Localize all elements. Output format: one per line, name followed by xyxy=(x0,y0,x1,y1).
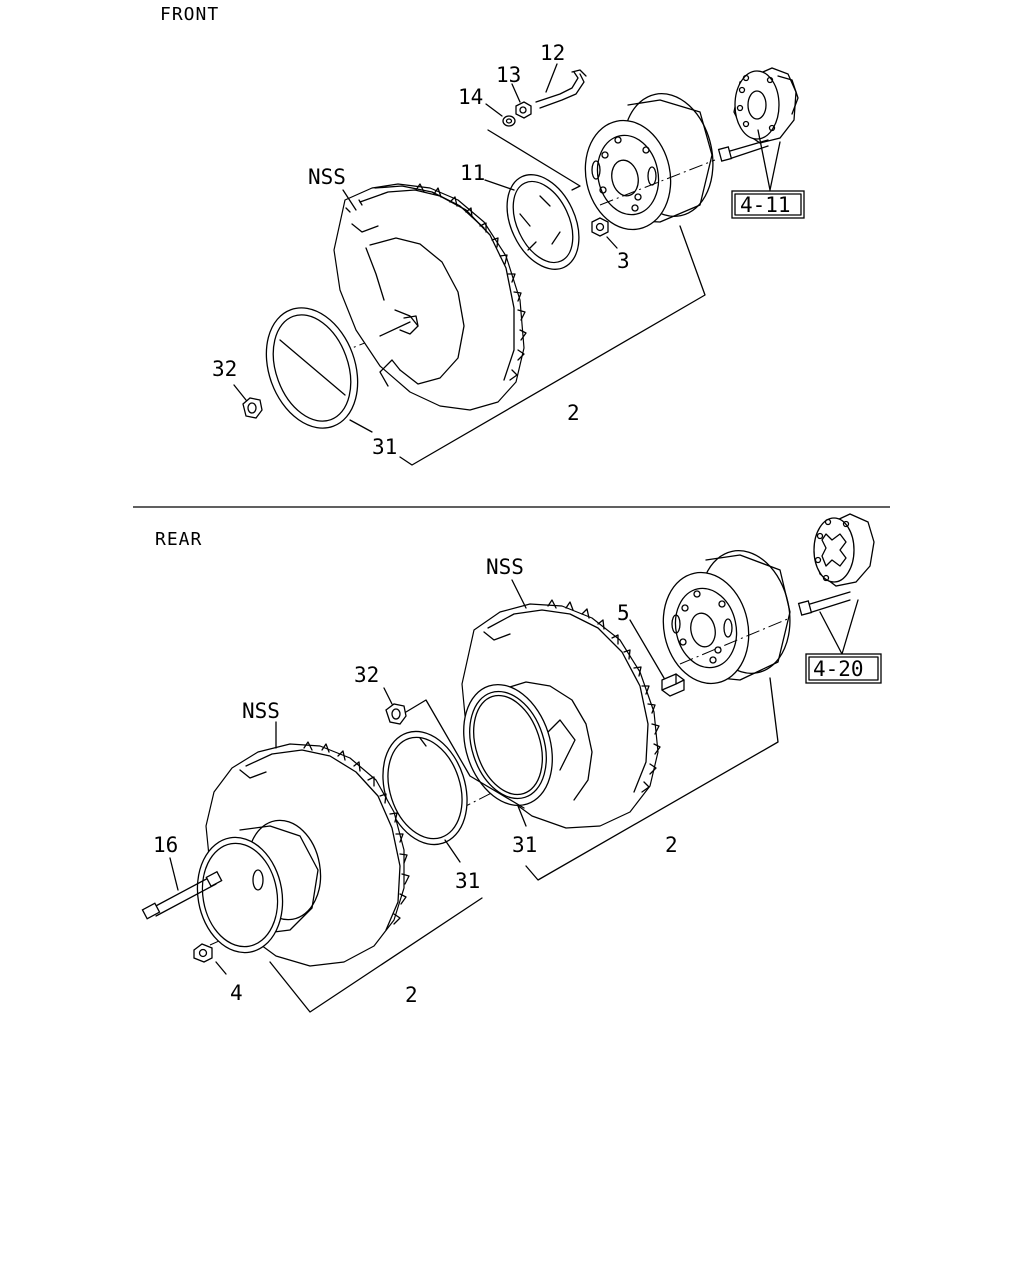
leader-5 xyxy=(629,619,665,679)
front-nut-3 xyxy=(591,217,609,237)
rear-wheel-disc xyxy=(662,550,791,685)
ref-box-4-20: 4-20 xyxy=(805,653,882,684)
leader-2-front xyxy=(399,225,706,466)
front-valve-washer-14 xyxy=(502,115,516,127)
leader-nss-front xyxy=(342,189,357,211)
front-valve-nut-13 xyxy=(515,101,532,119)
front-valve xyxy=(379,315,419,337)
svg-text:4-11: 4-11 xyxy=(740,193,791,217)
leader-nss-rear-upper xyxy=(511,579,527,609)
leader-31-front xyxy=(349,419,373,433)
leader-31-inner xyxy=(517,805,527,827)
callout-31-front: 31 xyxy=(372,435,397,459)
rear-cap-32 xyxy=(385,703,407,725)
rear-hub-stud xyxy=(797,591,851,616)
rear-part-5 xyxy=(661,673,685,697)
rear-axis-line-1 xyxy=(679,617,791,665)
section-label-rear: REAR xyxy=(155,529,202,550)
leader-3 xyxy=(606,236,618,249)
ref-leader-4-11 xyxy=(757,129,781,191)
rear-hub xyxy=(813,513,875,587)
callout-13: 13 xyxy=(496,63,521,87)
callout-32-front: 32 xyxy=(212,357,237,381)
callout-31-inner: 31 xyxy=(512,833,537,857)
leader-13 xyxy=(511,83,521,103)
leader-16 xyxy=(169,857,179,891)
front-tire xyxy=(333,183,527,411)
front-hub xyxy=(733,67,799,144)
rear-ring-31-inner xyxy=(463,683,553,807)
callout-32-rear: 32 xyxy=(354,663,379,687)
callout-nss-rear-upper: NSS xyxy=(486,555,524,579)
callout-4: 4 xyxy=(230,981,243,1005)
ref-box-4-11: 4-11 xyxy=(731,190,805,219)
rear-nut-4 xyxy=(193,943,213,963)
rear-stud-16 xyxy=(141,870,223,920)
callout-nss-front: NSS xyxy=(308,165,346,189)
leader-11 xyxy=(484,179,515,191)
svg-text:4-20: 4-20 xyxy=(813,657,864,681)
leader-2-rear-left xyxy=(269,897,483,1013)
front-disc-ring-11 xyxy=(506,174,580,270)
leader-12 xyxy=(545,63,558,93)
callout-16: 16 xyxy=(153,833,178,857)
leader-32-front xyxy=(233,384,247,401)
callout-11: 11 xyxy=(460,161,485,185)
leader-31-outer xyxy=(444,839,461,863)
rear-outer-wheel xyxy=(196,819,322,954)
callout-31-outer: 31 xyxy=(455,869,480,893)
section-label-front: FRONT xyxy=(160,4,219,25)
front-wheel-disc xyxy=(584,93,714,231)
callout-2-front: 2 xyxy=(567,401,580,425)
callout-12: 12 xyxy=(540,41,565,65)
front-cap-32 xyxy=(242,397,263,419)
front-ring-31 xyxy=(265,307,359,429)
callout-2-rear-right: 2 xyxy=(665,833,678,857)
callout-2-rear-left: 2 xyxy=(405,983,418,1007)
callout-3: 3 xyxy=(617,249,630,273)
leader-32-rear xyxy=(383,687,525,809)
callout-nss-rear-lower: NSS xyxy=(242,699,280,723)
front-hub-stud xyxy=(717,139,769,162)
callout-14: 14 xyxy=(458,85,483,109)
front-valve-extension-12 xyxy=(535,69,587,109)
front-axis-line-2 xyxy=(599,159,716,206)
leader-11-bracket xyxy=(487,129,581,191)
leader-14 xyxy=(485,103,503,117)
callout-5: 5 xyxy=(617,601,630,625)
leader-4 xyxy=(215,961,227,975)
leader-2-rear-right xyxy=(525,677,779,881)
